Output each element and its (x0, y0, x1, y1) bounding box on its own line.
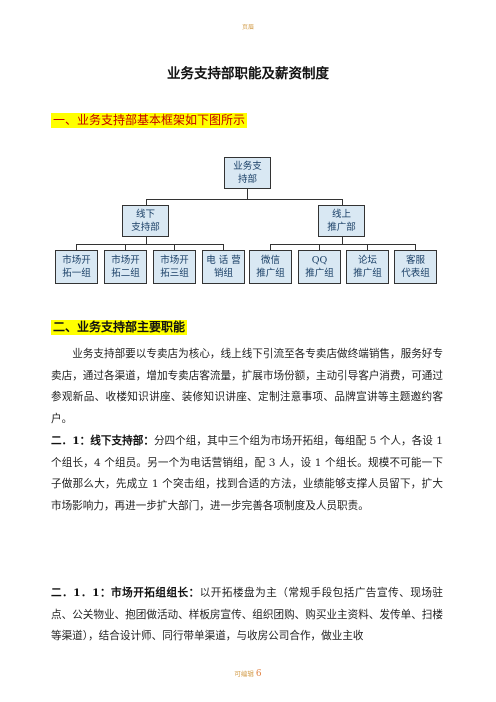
org-node-online: 线上 推广部 (318, 205, 365, 237)
offline-dept-label: 二．1：线下支持部： (51, 435, 154, 447)
org-node-unit: 市场开 拓一组 (55, 250, 98, 284)
page-title: 业务支持部职能及薪资制度 (167, 66, 329, 82)
org-node-root: 业务支 持部 (224, 157, 271, 189)
org-node-unit: 微信 推广组 (249, 250, 292, 284)
page-footer: 可编辑 6 (0, 668, 496, 679)
org-node-unit: 论坛 推广组 (346, 250, 389, 284)
market-leader-paragraph: 二．1．1：市场开拓组组长：以开拓楼盘为主（常规手段包括广告宣传、现场驻点、公关… (51, 587, 444, 643)
header-mark: 页眉 (241, 24, 254, 31)
market-leader-label: 二．1．1：市场开拓组组长： (51, 587, 200, 599)
org-node-unit: 客服 代表组 (394, 250, 437, 284)
offline-dept-paragraph: 二．1：线下支持部：分四个组，其中三个组为市场开拓组，每组配 5 个人，各设 1… (51, 435, 443, 512)
footer-label: 可编辑 (234, 670, 254, 678)
org-node-unit: 电 话 营 销组 (202, 250, 245, 284)
section-heading-1: 一、业务支持部基本框架如下图所示 (51, 113, 248, 128)
org-node-unit: 市场开 拓二组 (104, 250, 147, 284)
org-node-unit: 市场开 拓三组 (153, 250, 196, 284)
section-heading-2: 二、业务支持部主要职能 (51, 320, 188, 335)
org-node-unit: QQ 推广组 (298, 250, 341, 284)
org-node-offline: 线下 支持部 (122, 205, 169, 237)
page-number: 6 (255, 669, 262, 679)
intro-paragraph: 业务支持部要以专卖店为核心，线上线下引流至各专卖店做终端销售，服务好专卖店，通过… (51, 348, 443, 425)
